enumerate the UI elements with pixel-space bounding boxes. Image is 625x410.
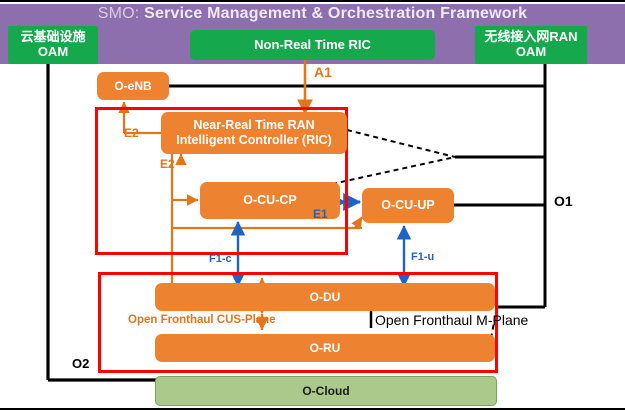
oam-left-box[interactable]: 云基础设施 OAM [8, 26, 98, 64]
f1-u-label: F1-u [411, 251, 435, 263]
a1-label: A1 [314, 64, 332, 80]
o-ru-box[interactable]: O-RU [155, 334, 495, 362]
near-real-time-ric-box[interactable]: Near-Real Time RAN Intelligent Controlle… [161, 112, 347, 154]
open-fronthaul-cus-plane-label: Open Fronthaul CUS-Plane [128, 314, 276, 326]
o-du-o-ru-red-boundary [98, 272, 498, 373]
open-fronthaul-m-plane-label: Open Fronthaul M-Plane [375, 312, 529, 328]
o-du-label: O-DU [309, 289, 341, 304]
oam-left-label-line1: 云基础设施 [20, 29, 86, 45]
near-rt-ric-label-line1: Near-Real Time RAN [193, 118, 315, 132]
o-enb-label: O-eNB [114, 78, 152, 93]
oam-right-label-line1: 无线接入网RAN [484, 29, 578, 45]
o-ru-label: O-RU [309, 340, 341, 355]
o-du-box[interactable]: O-DU [155, 283, 495, 311]
f1-c-label: F1-c [209, 253, 232, 265]
o1-label: O1 [554, 193, 573, 209]
e2-arrow-cu-up [351, 216, 363, 230]
non-real-time-ric-label: Non-Real Time RIC [254, 36, 371, 52]
o-cu-cp-label: O-CU-CP [243, 193, 297, 207]
o-enb-box[interactable]: O-eNB [97, 72, 169, 100]
near-rt-ric-label-line2: Intelligent Controller (RIC) [176, 133, 332, 147]
o-cu-cp-box[interactable]: O-CU-CP [200, 182, 340, 219]
near-rt-ric-red-boundary [95, 107, 348, 255]
smo-title-prefix: SMO: [97, 5, 140, 22]
dashed-ric-to-o1 [346, 129, 456, 158]
o-cu-up-label: O-CU-UP [381, 198, 435, 212]
oam-left-label-line2: OAM [37, 44, 69, 59]
o2-label: O2 [72, 356, 90, 371]
dashed-cu-cp-to-o1 [331, 156, 456, 185]
e1-label: E1 [313, 207, 328, 221]
e2-upper-label: E2 [124, 126, 139, 140]
oam-right-label-line2: OAM [515, 44, 547, 59]
o-cloud-box[interactable]: O-Cloud [155, 376, 497, 406]
non-real-time-ric-box[interactable]: Non-Real Time RIC [190, 30, 435, 60]
e2-lower-label: E2 [160, 157, 175, 171]
smo-title-main: Service Management & Orchestration Frame… [144, 5, 528, 22]
smo-title: SMO: Service Management & Orchestration … [0, 5, 625, 23]
o-cloud-label: O-Cloud [302, 384, 350, 398]
o-cu-up-box[interactable]: O-CU-UP [362, 188, 454, 223]
oam-right-box[interactable]: 无线接入网RAN OAM [475, 26, 587, 64]
